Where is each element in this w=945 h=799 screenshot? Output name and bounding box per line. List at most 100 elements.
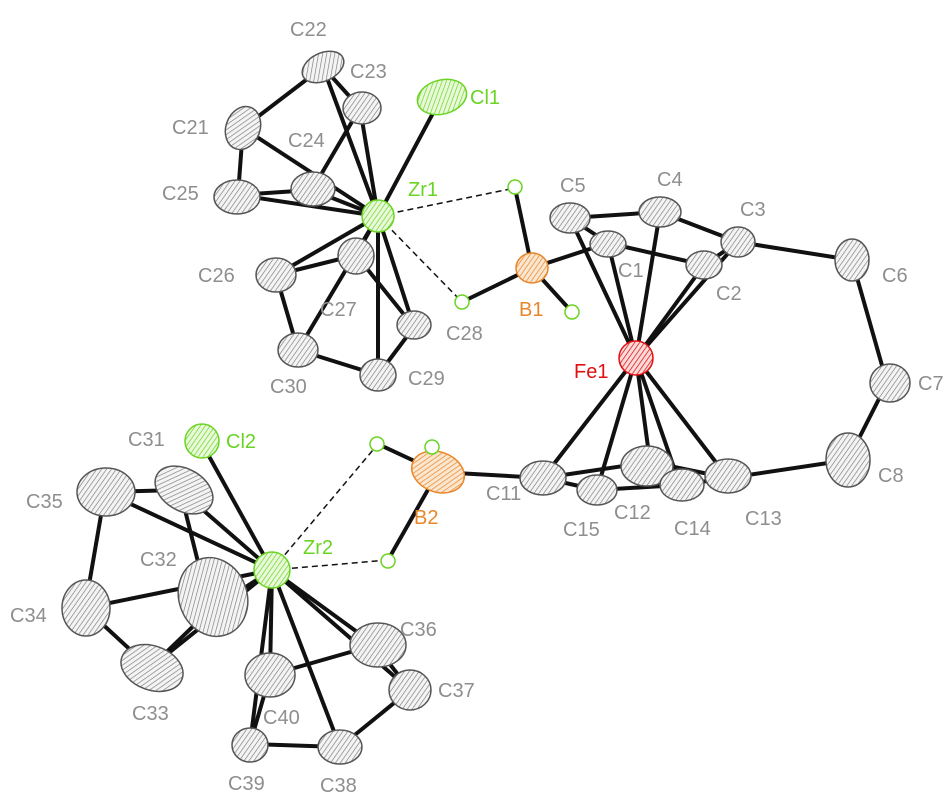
label-c37: C37 bbox=[438, 680, 475, 702]
label-c14: C14 bbox=[674, 518, 711, 540]
atom-zr1 bbox=[361, 199, 395, 233]
atom-c30 bbox=[277, 332, 319, 368]
bond bbox=[358, 106, 380, 218]
atom-c22 bbox=[301, 50, 345, 84]
bond bbox=[634, 210, 662, 360]
atom-b2 bbox=[410, 450, 466, 494]
label-c34: C34 bbox=[10, 605, 47, 627]
atom-h bbox=[380, 553, 396, 569]
atom-c24 bbox=[290, 171, 336, 207]
dashed-bond bbox=[377, 187, 516, 217]
label-c2: C2 bbox=[716, 283, 742, 305]
label-zr2: Zr2 bbox=[303, 537, 333, 559]
label-c22: C22 bbox=[290, 19, 327, 41]
label-b1: B1 bbox=[519, 299, 543, 321]
label-c31: C31 bbox=[128, 429, 165, 451]
label-c23: C23 bbox=[350, 61, 387, 83]
label-c39: C39 bbox=[228, 773, 265, 795]
atom-c26 bbox=[255, 257, 297, 293]
label-c13: C13 bbox=[745, 508, 782, 530]
bond bbox=[321, 65, 380, 218]
atom-c15 bbox=[576, 474, 618, 506]
label-c36: C36 bbox=[400, 619, 437, 641]
bond bbox=[296, 214, 380, 352]
label-c7: C7 bbox=[918, 373, 944, 395]
atom-c1 bbox=[589, 230, 627, 258]
label-c11: C11 bbox=[486, 483, 521, 505]
atom-c11 bbox=[519, 460, 567, 496]
bond bbox=[270, 568, 412, 692]
label-c1: C1 bbox=[618, 260, 644, 282]
label-c4: C4 bbox=[657, 169, 683, 191]
label-cl1: Cl1 bbox=[470, 87, 500, 109]
label-fe1: Fe1 bbox=[574, 361, 608, 383]
atom-c4 bbox=[638, 196, 682, 228]
label-c27: C27 bbox=[320, 299, 357, 321]
atom-c3 bbox=[720, 226, 756, 258]
atom-c5 bbox=[549, 202, 591, 234]
label-c35: C35 bbox=[26, 491, 63, 513]
bond bbox=[634, 356, 730, 480]
bond bbox=[376, 214, 416, 329]
label-c26: C26 bbox=[198, 265, 235, 287]
atom-c2 bbox=[685, 250, 723, 280]
label-cl2: Cl2 bbox=[226, 431, 256, 453]
label-c21: C21 bbox=[172, 117, 209, 139]
atom-h bbox=[507, 179, 523, 195]
atom-labels: C22 C23 C21 C24 C25 Cl1 Zr1 C26 C27 C28 … bbox=[10, 19, 944, 797]
atom-c40 bbox=[244, 652, 296, 698]
atom-c8 bbox=[825, 432, 871, 488]
label-c30: C30 bbox=[270, 376, 307, 398]
atom-h bbox=[369, 436, 385, 452]
label-c40: C40 bbox=[263, 707, 300, 729]
atom-c6 bbox=[834, 238, 870, 282]
atom-c39 bbox=[231, 727, 269, 763]
atom-c21 bbox=[224, 105, 262, 151]
atom-c13 bbox=[704, 458, 752, 494]
bond bbox=[270, 568, 342, 749]
label-c8: C8 bbox=[878, 465, 904, 487]
atom-b1 bbox=[515, 252, 549, 284]
label-c3: C3 bbox=[740, 199, 766, 221]
bond bbox=[103, 490, 274, 572]
atom-c38 bbox=[317, 729, 363, 765]
atom-c23 bbox=[342, 91, 382, 125]
label-b2: B2 bbox=[414, 507, 438, 529]
atom-c31 bbox=[154, 465, 214, 515]
label-c24: C24 bbox=[288, 130, 325, 152]
atom-c25 bbox=[213, 179, 261, 215]
label-zr1: Zr1 bbox=[408, 179, 438, 201]
atom-c27 bbox=[337, 237, 375, 275]
label-c33: C33 bbox=[132, 703, 169, 725]
atom-c37 bbox=[388, 669, 432, 711]
atom-c28 bbox=[396, 310, 432, 340]
atom-zr2 bbox=[253, 551, 291, 589]
atom-cl2 bbox=[184, 423, 220, 459]
label-c25: C25 bbox=[162, 183, 199, 205]
atom-c29 bbox=[359, 358, 397, 392]
atom-c34 bbox=[61, 579, 111, 637]
atom-c32 bbox=[177, 556, 249, 638]
dashed-bond bbox=[271, 443, 379, 571]
atom-fe1 bbox=[618, 340, 654, 376]
label-c28: C28 bbox=[446, 323, 483, 345]
label-c5: C5 bbox=[560, 175, 586, 197]
atom-cl1 bbox=[416, 78, 468, 116]
bond bbox=[568, 216, 638, 360]
atom-h bbox=[454, 294, 470, 310]
dashed-bond bbox=[377, 215, 463, 303]
bond bbox=[595, 356, 638, 492]
atom-c35 bbox=[76, 467, 136, 517]
label-c29: C29 bbox=[408, 368, 445, 390]
atom-c33 bbox=[120, 643, 184, 693]
dashed-interactions bbox=[271, 187, 516, 571]
bond bbox=[736, 240, 854, 262]
label-c12: C12 bbox=[614, 502, 651, 524]
atom-h bbox=[424, 439, 440, 455]
bond bbox=[376, 98, 442, 218]
bond-layer bbox=[83, 65, 889, 749]
atom-c36 bbox=[349, 622, 407, 668]
atom-c7 bbox=[869, 363, 911, 403]
bond bbox=[606, 241, 638, 360]
